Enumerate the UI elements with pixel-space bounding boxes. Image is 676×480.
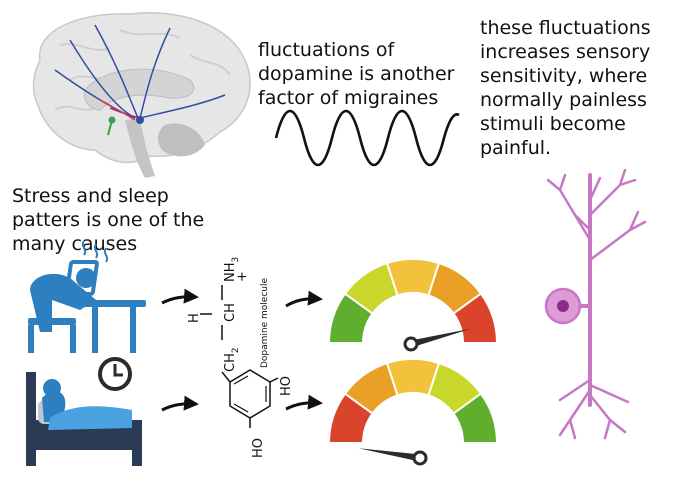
dopamine-molecule: CH2 CH NH3 + H HO HO Dopamine molecule	[187, 257, 294, 458]
clock-icon	[98, 357, 132, 391]
sensitivity-caption: these fluctuations increases sensory sen…	[480, 17, 651, 159]
gauge-hub	[412, 450, 428, 466]
hydroxyl-label-1: HO	[279, 376, 294, 396]
gauge-needle	[410, 328, 472, 348]
ch2-label: CH2	[223, 347, 241, 372]
ch-label: CH	[223, 303, 238, 322]
neuron-icon	[544, 168, 647, 440]
hydroxyl-label-2: HO	[251, 438, 266, 458]
nh3-label: NH3	[223, 257, 241, 282]
causes-caption: Stress and sleep patters is one of the m…	[12, 185, 205, 255]
gauge-needle	[358, 448, 421, 462]
gauge-low	[327, 358, 499, 466]
arrow-icon	[161, 288, 323, 412]
stress-person-icon	[28, 240, 146, 353]
gauge-high	[327, 258, 499, 352]
dopamine-caption: fluctuations of dopamine is another fact…	[258, 39, 455, 109]
brain-icon	[32, 12, 251, 178]
gauge-hub	[403, 336, 419, 352]
h-label: H	[187, 313, 202, 323]
sleep-person-icon	[26, 372, 142, 466]
gauge-segment	[452, 392, 499, 444]
molecule-caption: Dopamine molecule	[260, 278, 270, 368]
sine-wave-icon	[274, 109, 460, 167]
plus-label: +	[235, 271, 250, 282]
